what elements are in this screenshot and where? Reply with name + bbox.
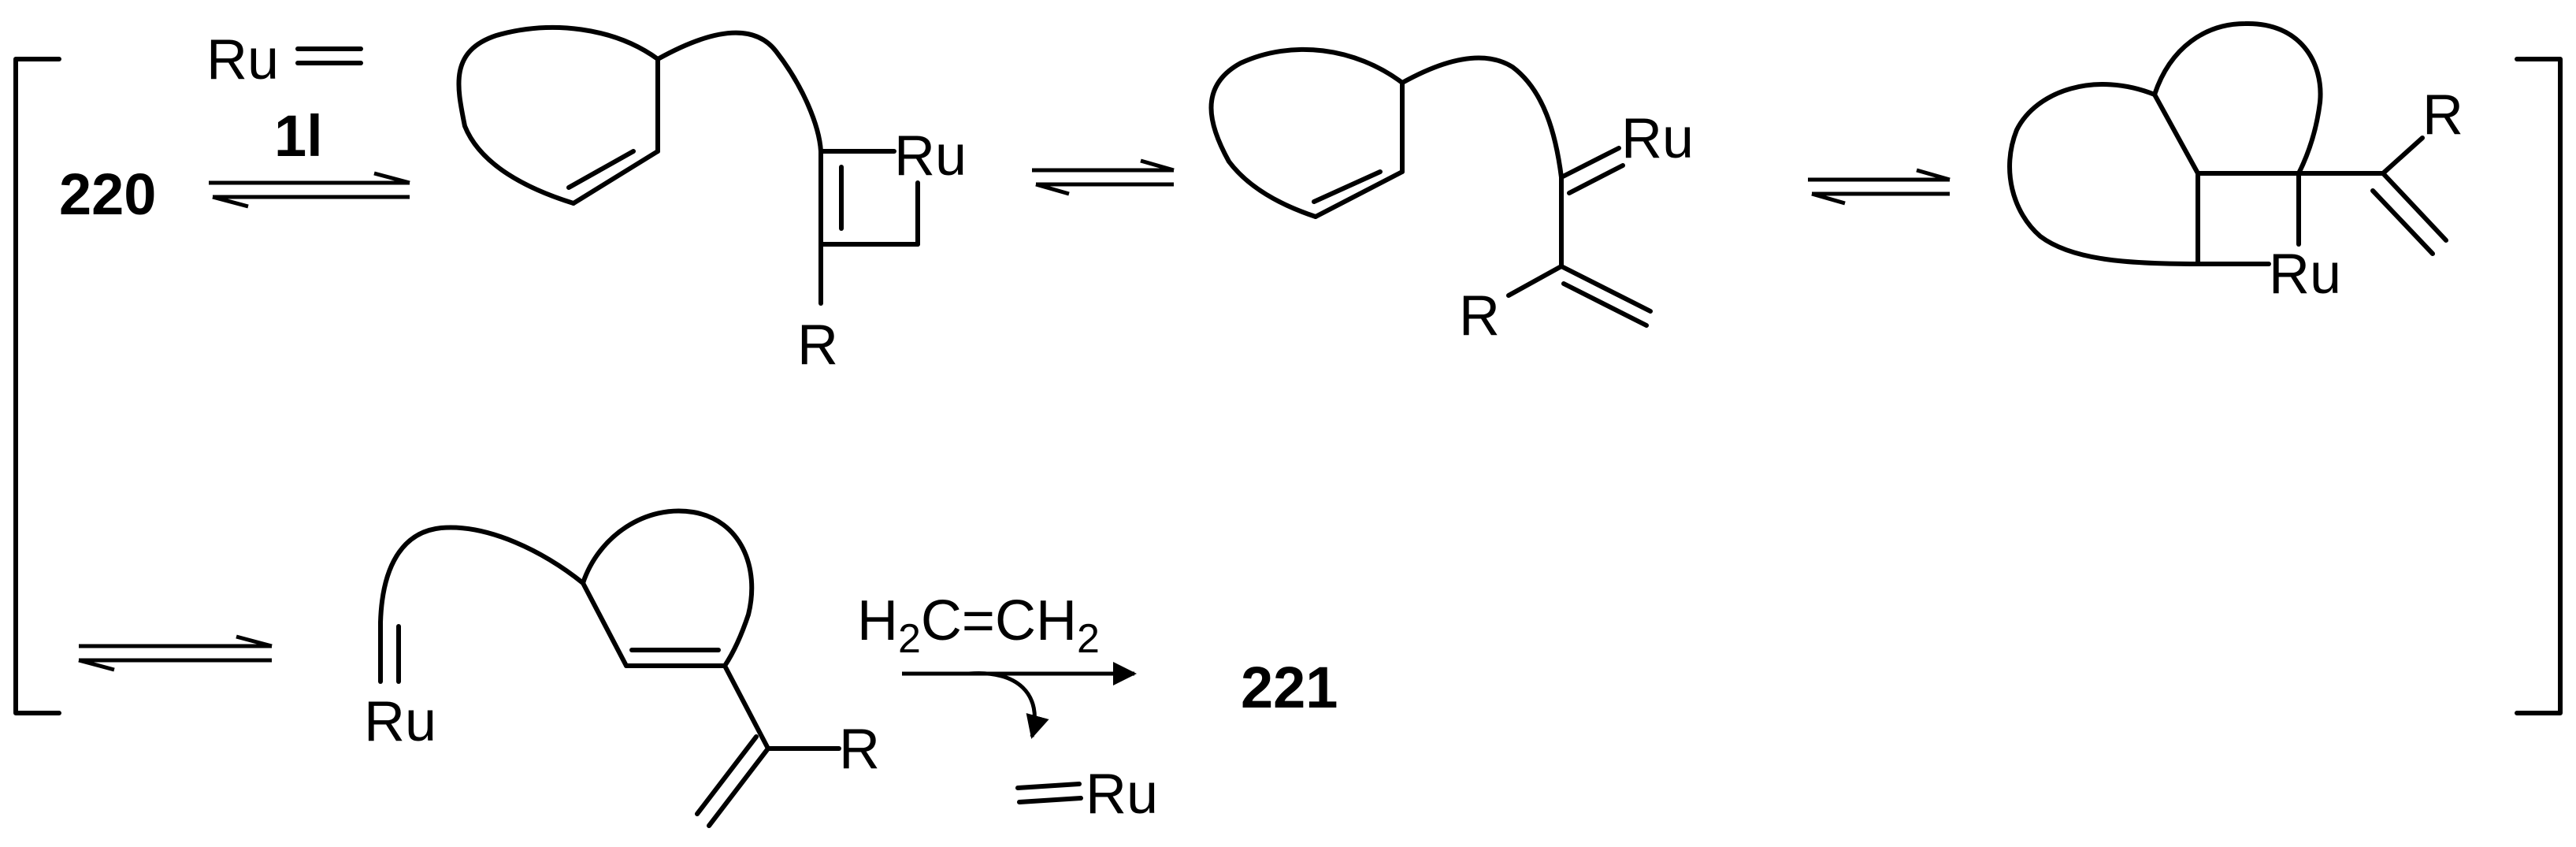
ring-loop <box>456 25 660 206</box>
ru-label-2: Ru <box>1621 107 1694 170</box>
catalyst-ru-label: Ru <box>206 28 279 91</box>
intermediate-carbene: Ru R <box>1208 46 1694 347</box>
equilibrium-arrow-1 <box>209 171 410 209</box>
compound-220-label: 220 <box>59 162 156 227</box>
intermediate-metallacyclobutane: Ru R <box>2007 20 2463 306</box>
ring-loop-2 <box>1208 46 1405 219</box>
top-ring-loop <box>2152 20 2323 176</box>
intermediate-metallacyclobutene: Ru R <box>456 25 967 377</box>
ru-label-4: Ru <box>364 690 436 753</box>
right-bracket <box>2515 57 2563 715</box>
r-label-4: R <box>839 718 880 781</box>
r-label-1: R <box>797 314 838 377</box>
equilibrium-arrow-3 <box>1808 168 1951 206</box>
ru-label-1: Ru <box>894 124 967 188</box>
intermediate-cyclized-carbene: Ru R <box>364 508 880 828</box>
left-bracket <box>13 57 61 715</box>
r-label-3: R <box>2422 84 2463 147</box>
compound-221-label: 221 <box>1241 655 1338 720</box>
catalyst-1l-label: 1l <box>274 103 323 169</box>
big-ring-loop <box>2007 82 2200 266</box>
ring-loop-4 <box>581 508 755 668</box>
byproduct-ru-label: Ru <box>1086 763 1158 826</box>
r-label-2: R <box>1459 284 1500 347</box>
ruthenium-byproduct: Ru <box>1015 763 1158 826</box>
forward-arrow <box>902 662 1137 739</box>
ethylene-formula: H2C=CH2 <box>857 589 1100 662</box>
equilibrium-arrow-4 <box>78 634 273 672</box>
tether-2 <box>1400 55 1564 180</box>
tether <box>655 30 823 154</box>
equilibrium-arrow-2 <box>1032 158 1175 196</box>
ethylene-reagent: H2C=CH2 <box>857 589 1100 662</box>
catalyst-reagent: Ru <box>206 28 363 91</box>
open-tether <box>378 525 585 625</box>
ru-label-3: Ru <box>2269 243 2341 306</box>
